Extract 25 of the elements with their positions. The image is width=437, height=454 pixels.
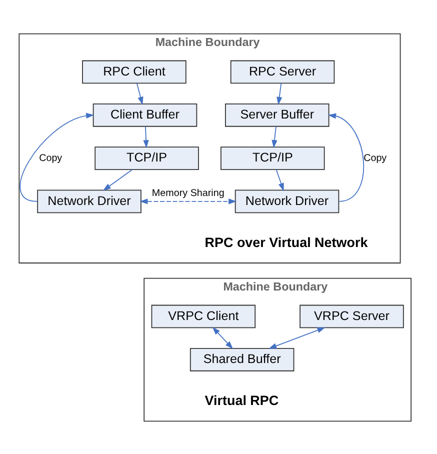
node-box: Shared Buffer bbox=[190, 347, 294, 371]
node-box: Client Buffer bbox=[92, 102, 198, 126]
node-box: Server Buffer bbox=[225, 102, 330, 126]
node-box: TCP/IP bbox=[94, 146, 199, 170]
node-box: Network Driver bbox=[234, 189, 340, 213]
arrow bbox=[276, 168, 284, 191]
arrow bbox=[268, 326, 326, 348]
node-box: VRPC Server bbox=[300, 304, 404, 328]
node-box: TCP/IP bbox=[220, 146, 325, 170]
arrow bbox=[272, 126, 278, 148]
arrow bbox=[20, 112, 94, 202]
arrow bbox=[212, 326, 234, 349]
arrow bbox=[140, 198, 237, 204]
edge-label: Copy bbox=[39, 152, 62, 164]
node-box: RPC Client bbox=[82, 60, 186, 84]
arrow bbox=[276, 82, 282, 105]
edge-label: Copy bbox=[364, 152, 387, 164]
arrow bbox=[136, 82, 144, 104]
edge-label: Memory Sharing bbox=[152, 187, 224, 198]
arrow bbox=[328, 112, 364, 202]
arrow bbox=[143, 126, 149, 148]
arrow bbox=[102, 168, 133, 190]
node-box: Network Driver bbox=[37, 189, 142, 213]
node-box: VRPC Client bbox=[151, 304, 256, 328]
node-box: RPC Server bbox=[230, 60, 335, 84]
